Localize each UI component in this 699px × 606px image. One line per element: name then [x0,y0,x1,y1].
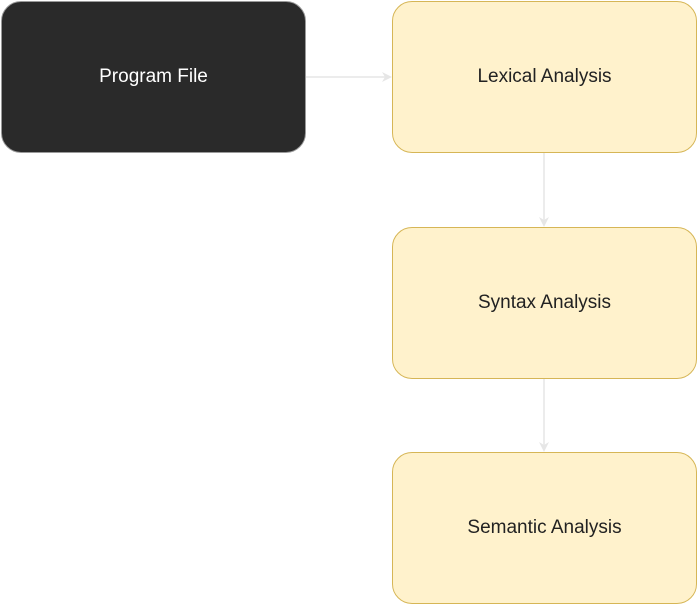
node-program-file: Program File [1,1,306,153]
node-label: Syntax Analysis [477,291,612,313]
node-semantic-analysis: Semantic Analysis [392,452,697,604]
node-lexical-analysis: Lexical Analysis [392,1,697,153]
node-label: Lexical Analysis [477,65,612,87]
node-syntax-analysis: Syntax Analysis [392,227,697,379]
node-label: Semantic Analysis [467,516,622,538]
node-label: Program File [99,65,208,87]
